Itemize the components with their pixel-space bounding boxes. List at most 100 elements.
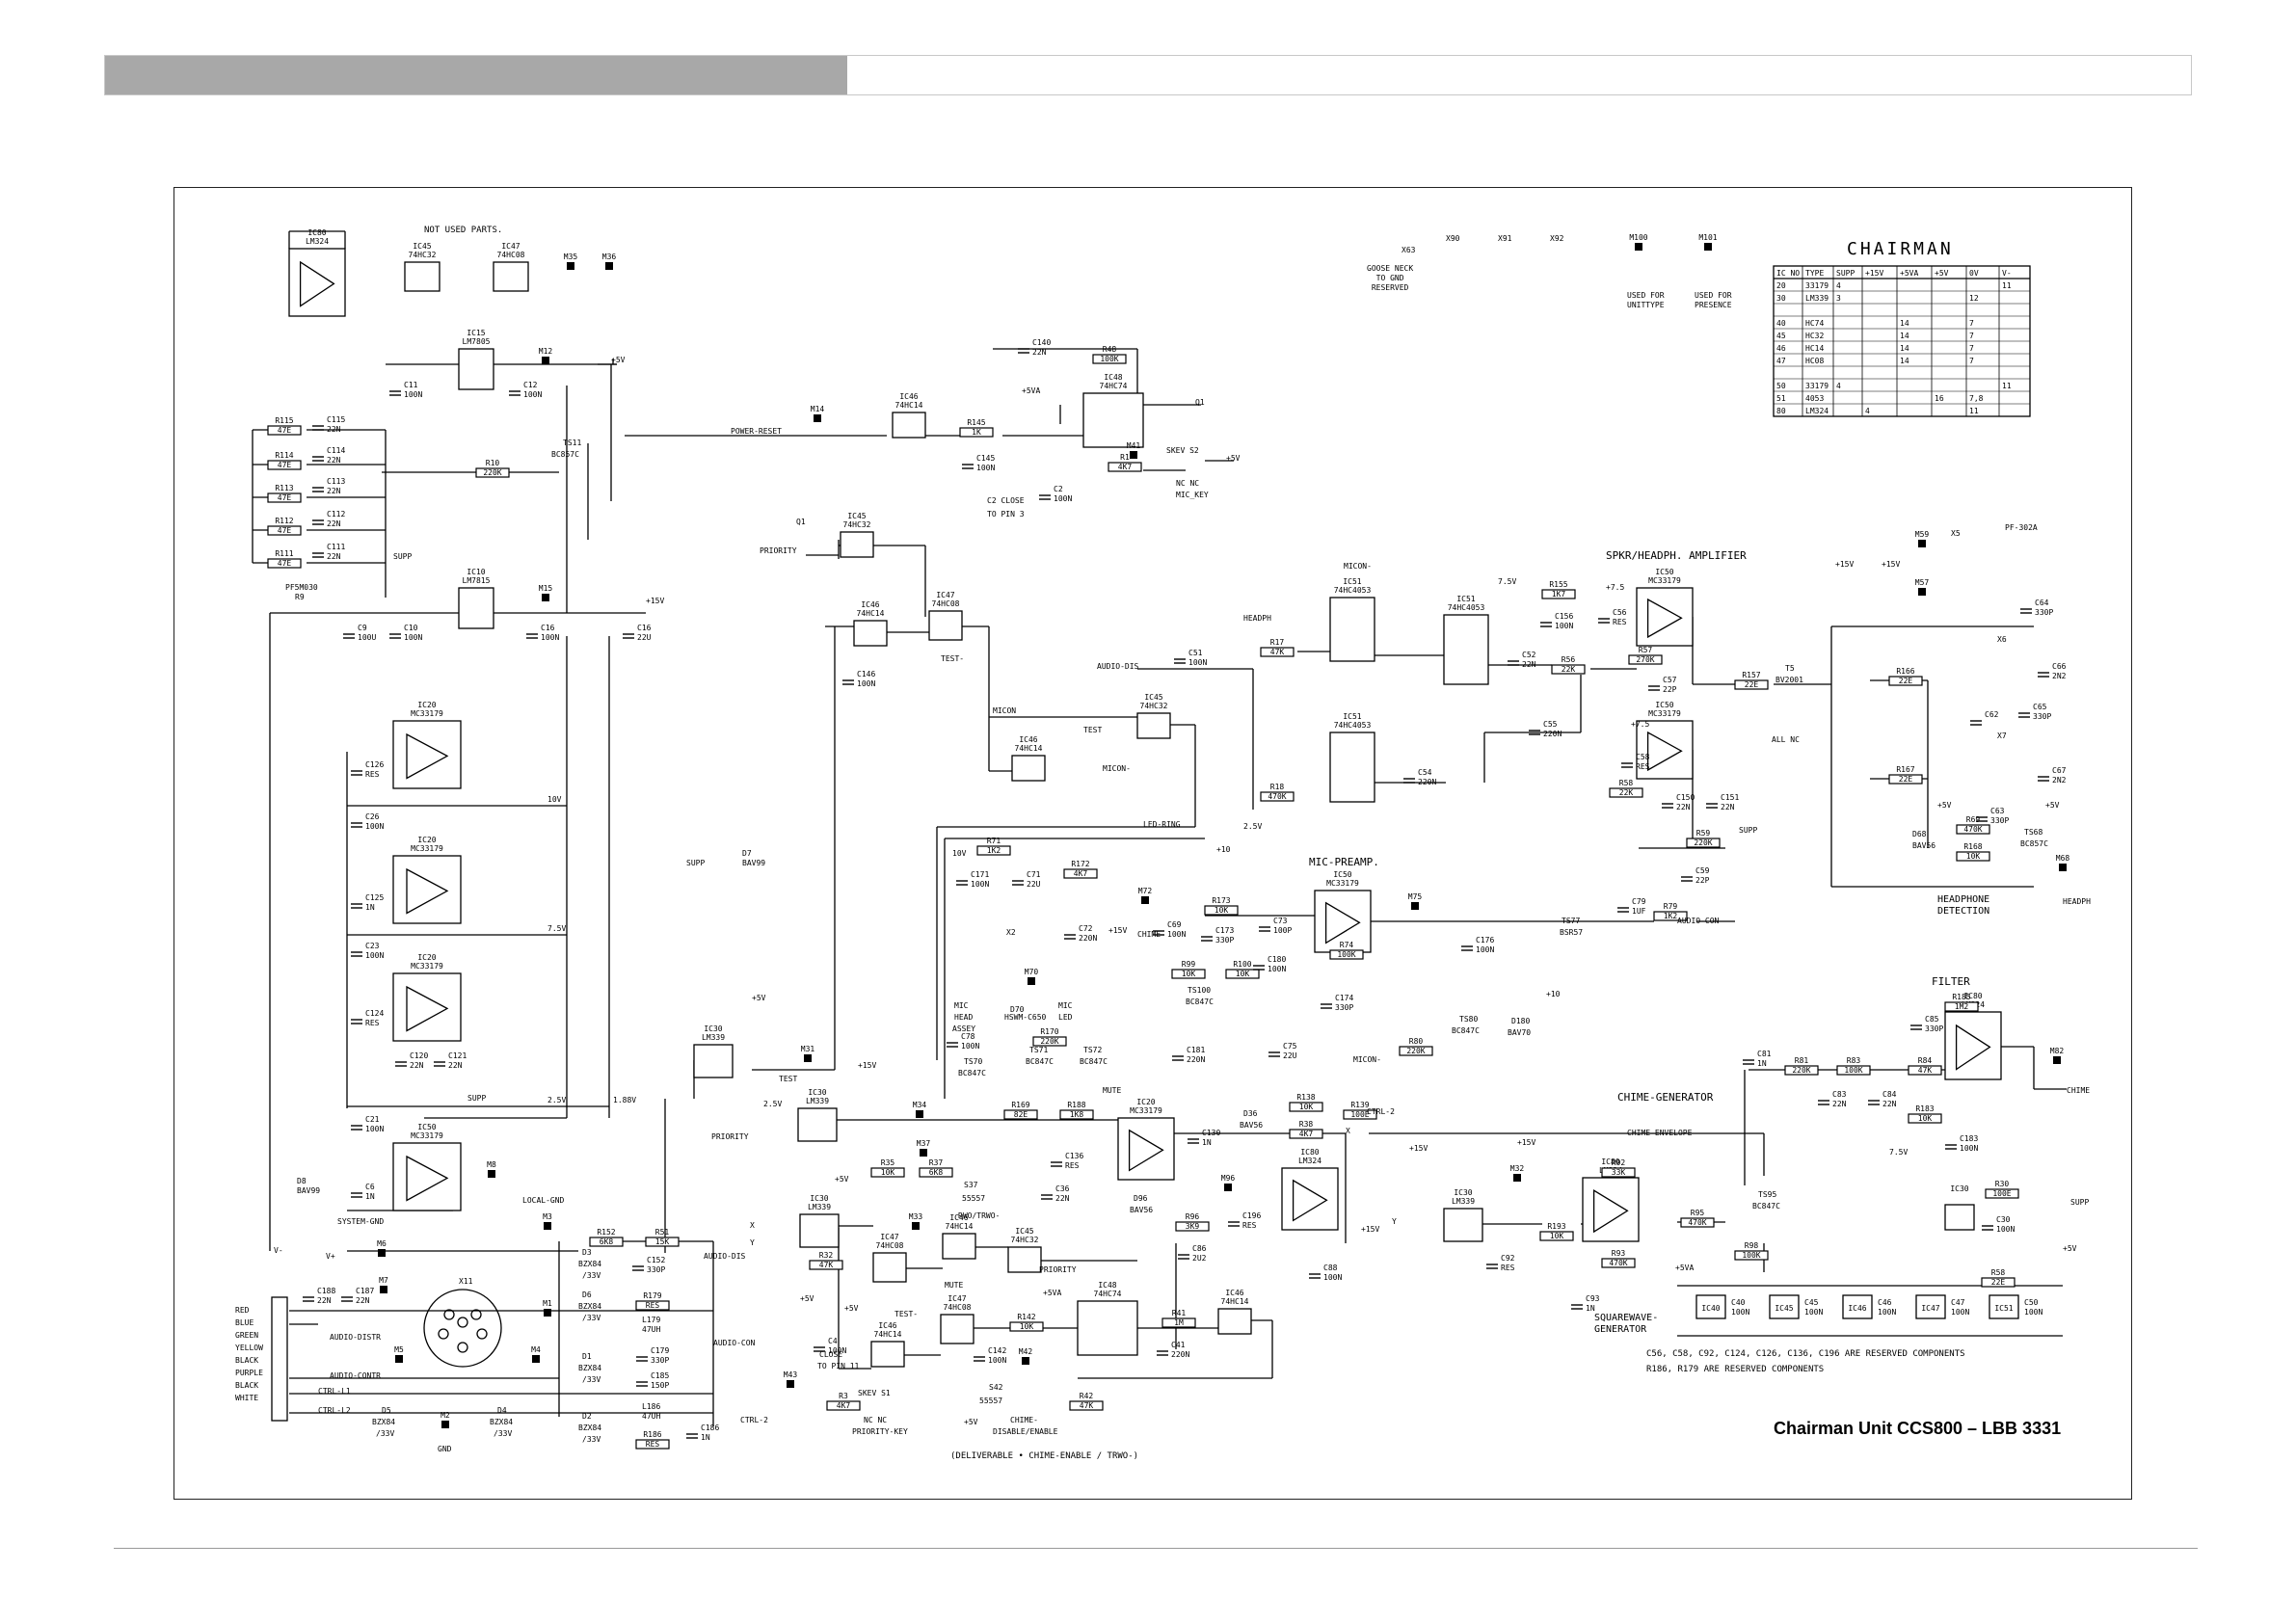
marker-m68: M68 — [2056, 854, 2069, 871]
cap-value: 330P — [647, 1265, 665, 1274]
signal-label: T5 — [1785, 664, 1795, 673]
cap-value: 100N — [1996, 1225, 2015, 1234]
signal-labels: POWER-RESETPRIORITYQ1Q1TEST-MICONTESTMIC… — [274, 234, 2091, 1453]
signal-label: PRIORITY — [1039, 1265, 1077, 1274]
ic-body — [942, 1233, 976, 1260]
signal-label: +5V — [835, 1175, 849, 1184]
decoupling-ic-ref: IC40 — [1701, 1304, 1720, 1313]
signal-label: +5V — [844, 1304, 859, 1313]
ic-type: LM7805 — [463, 337, 491, 346]
ic-ref: IC50 — [1333, 870, 1351, 879]
signal-label: TEST- — [894, 1310, 918, 1318]
cap-value: 22N — [327, 425, 341, 434]
signal-label: +15V — [646, 597, 664, 605]
signal-label: BAV56 — [1912, 841, 1936, 850]
signal-label: CTRL-2 — [1367, 1107, 1395, 1116]
table-header-cell: +15V — [1865, 269, 1883, 278]
resistor-value: 10K — [1918, 1114, 1933, 1123]
marker-label: M8 — [487, 1160, 496, 1169]
cap-value: 100N — [971, 880, 989, 889]
signal-label: MIC — [954, 1001, 969, 1010]
signal-label: /33V — [582, 1375, 601, 1384]
resistor-ref: R57 — [1639, 646, 1653, 654]
resistor-body — [1161, 1317, 1196, 1328]
cap-value: RES — [365, 770, 380, 779]
signal-label: C2 CLOSE — [987, 496, 1025, 505]
ic-body — [1443, 1208, 1483, 1242]
ic-ref: IC20 — [417, 953, 436, 962]
cap-value: 22U — [637, 633, 652, 642]
ic-type: MC33179 — [411, 1131, 443, 1140]
marker-pad — [605, 262, 613, 270]
ic-body — [1636, 587, 1694, 647]
cap-value: 22N — [327, 456, 341, 465]
marker-m59: M59 — [1915, 530, 1930, 547]
resistor-value: 1K7 — [1552, 590, 1566, 599]
marker-label: M59 — [1915, 530, 1930, 539]
cap-value: 100N — [365, 822, 384, 831]
ic-body — [493, 261, 529, 292]
signal-label: X11 — [459, 1277, 473, 1286]
resistor-value: 4K7 — [837, 1401, 851, 1410]
resistor-ref: R170 — [1040, 1027, 1058, 1036]
resistor-value: 470K — [1688, 1218, 1706, 1227]
marker-label: M100 — [1629, 233, 1647, 242]
opamp-symbol — [406, 867, 449, 915]
marker-m7: M7 — [379, 1276, 388, 1293]
cap-ref: C180 — [1268, 955, 1286, 964]
marker-m36: M36 — [602, 253, 616, 270]
signal-label: TS77 — [1562, 917, 1580, 925]
signal-label: /33V — [582, 1271, 601, 1280]
resistor-body — [1541, 589, 1576, 599]
ic-type: LM339 — [808, 1203, 831, 1211]
table-cell: 4053 — [1805, 394, 1824, 403]
cap-value: 100N — [1188, 658, 1207, 667]
marker-pad — [787, 1380, 794, 1388]
resistor-body — [1059, 1109, 1094, 1120]
resistor-value: 6K8 — [600, 1237, 614, 1246]
ic-ref: IC30 — [1454, 1188, 1472, 1197]
resistor-body — [976, 845, 1011, 856]
resistor-value: 82E — [1014, 1110, 1028, 1119]
ic-body — [1443, 614, 1489, 685]
connector-pin — [476, 1328, 488, 1340]
table-cell: 30 — [1776, 294, 1786, 303]
cap-value: RES — [1242, 1221, 1257, 1230]
cap-value: 100N — [857, 679, 875, 688]
signal-label: TS71 — [1029, 1046, 1048, 1054]
cap-value: 22P — [1663, 685, 1677, 694]
marker-m12: M12 — [539, 347, 552, 364]
marker-pad — [544, 1222, 551, 1230]
cap-value: 2U2 — [1192, 1254, 1207, 1263]
resistor-value: 47K — [819, 1261, 834, 1269]
signal-label: BZX84 — [578, 1302, 601, 1311]
cap-value: 22N — [1522, 660, 1536, 669]
resistor-value: 1K — [972, 428, 981, 437]
signal-label: POWER-RESET — [731, 427, 782, 436]
resistor-body — [1063, 868, 1098, 879]
signal-label: MIC — [1058, 1001, 1073, 1010]
signal-label: /33V — [582, 1314, 601, 1322]
table-cell: 7 — [1969, 319, 1974, 328]
ic-type: MC33179 — [1648, 709, 1681, 718]
ic-ref: IC80 — [1300, 1148, 1319, 1157]
cap-ref: C69 — [1167, 920, 1182, 929]
decoupling-ic-ref: IC47 — [1921, 1304, 1939, 1313]
signal-label: +15V — [1108, 926, 1127, 935]
resistor-value: 100E — [1992, 1189, 2011, 1198]
